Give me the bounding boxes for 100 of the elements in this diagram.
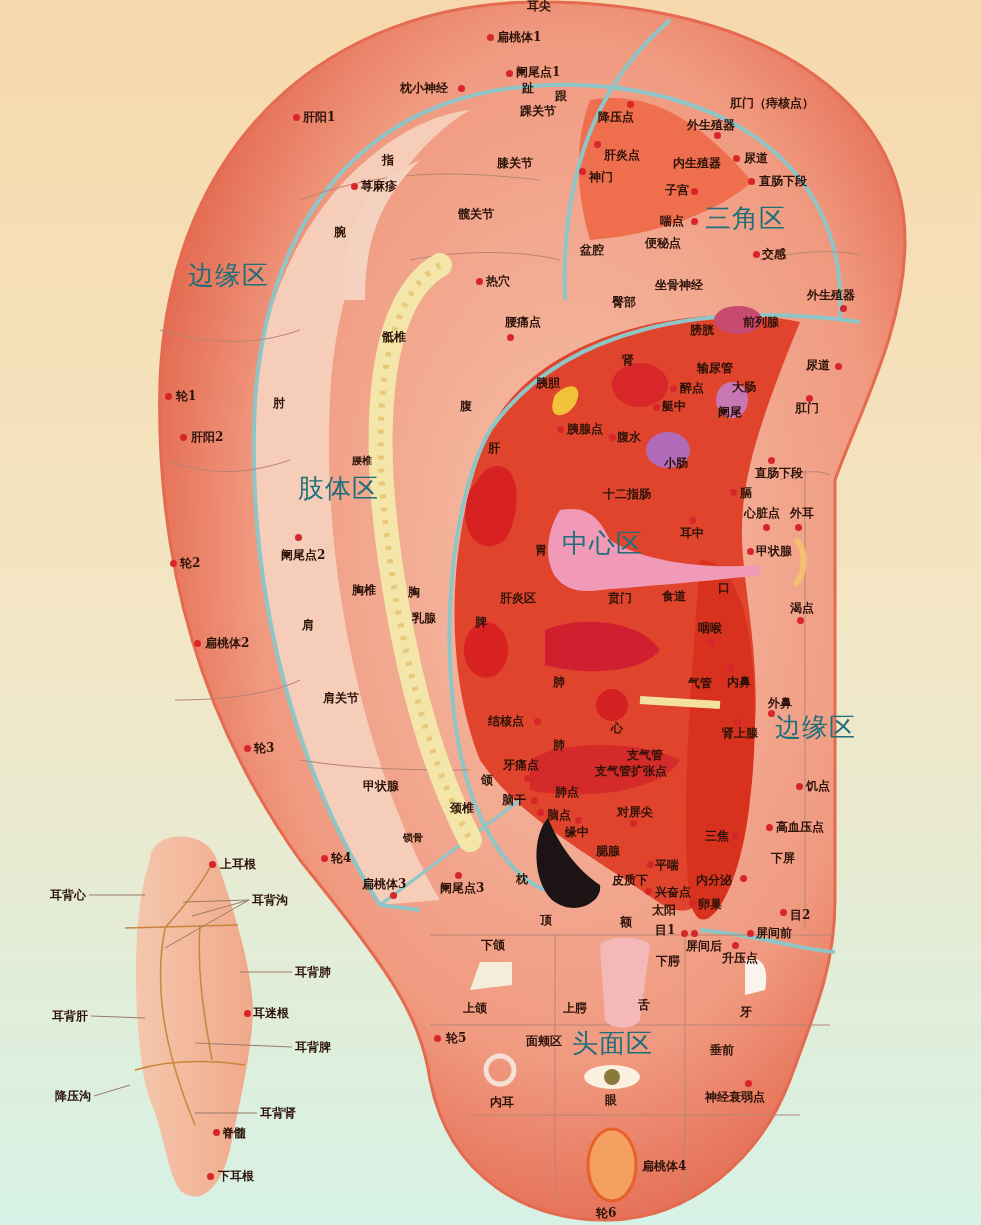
- point-label: 尿道: [744, 150, 768, 166]
- point-label: 肺: [553, 674, 565, 690]
- point-label: 便秘点: [645, 235, 681, 251]
- point-label: 十二指肠: [603, 486, 651, 502]
- point-label: 肝阳1: [303, 109, 336, 125]
- point-label: 脊髓: [222, 1125, 246, 1141]
- point-label: 阑尾点3: [440, 880, 485, 896]
- point-label: 面颊区: [526, 1033, 562, 1049]
- point-label: 肛门（痔核点）: [730, 95, 814, 111]
- point-label: 扁桃体1: [497, 29, 542, 45]
- point-label: 上腭: [563, 1000, 587, 1016]
- point-label: 肩关节: [323, 690, 359, 706]
- point-label: 对屏尖: [617, 804, 653, 820]
- point-label: 饥点: [806, 778, 830, 794]
- point-label: 枕小神经: [400, 80, 448, 96]
- point-label: 锁骨: [403, 831, 423, 845]
- point-label: 屏间前: [756, 925, 792, 941]
- point-label: 目2: [790, 907, 811, 923]
- point-label: 渴点: [790, 600, 814, 616]
- point-label: 肝炎点: [604, 147, 640, 163]
- part-label: 耳背心: [50, 887, 86, 903]
- point-label: 交感: [762, 246, 786, 262]
- point-label: 枕: [516, 871, 528, 887]
- point-label: 腹水: [617, 429, 641, 445]
- point-label: 腮腺: [596, 843, 620, 859]
- leader-line: [164, 899, 250, 949]
- point-label: 扁桃体3: [362, 876, 407, 892]
- point-label: 腕: [334, 224, 346, 240]
- point-label: 皮质下: [612, 872, 648, 888]
- point-label: 指: [382, 152, 394, 168]
- point-label: 兴奋点: [655, 884, 691, 900]
- point-label: 高血压点: [776, 819, 824, 835]
- part-label: 降压沟: [55, 1088, 91, 1104]
- point-label: 轮4: [331, 850, 352, 866]
- point-label: 平喘: [655, 857, 679, 873]
- point-label: 神经衰弱点: [705, 1089, 765, 1105]
- zone-label: 头面区: [572, 1027, 653, 1059]
- point-label: 心: [611, 720, 623, 736]
- point-label: 轮6: [596, 1205, 617, 1221]
- point-label: 肺点: [555, 784, 579, 800]
- point-label: 耳迷根: [253, 1005, 289, 1021]
- part-label: 耳背肝: [52, 1008, 88, 1024]
- point-label: 上耳根: [220, 856, 256, 872]
- point-label: 结核点: [488, 713, 524, 729]
- point-label: 外鼻: [768, 695, 792, 711]
- point-label: 阑尾点1: [516, 64, 561, 80]
- point-label: 甲状腺: [363, 778, 399, 794]
- point-label: 口: [718, 580, 730, 596]
- point-label: 输尿管: [697, 360, 733, 376]
- point-label: 膈: [740, 485, 752, 501]
- zone-label: 中心区: [562, 527, 643, 559]
- leader-line: [194, 1042, 293, 1048]
- point-label: 牙: [740, 1004, 752, 1020]
- part-label: 耳背脾: [295, 1039, 331, 1055]
- point-label: 牙痛点: [503, 757, 539, 773]
- point-label: 三焦: [705, 828, 729, 844]
- point-label: 降压点: [598, 109, 634, 125]
- point-label: 贲门: [608, 590, 632, 606]
- point-label: 膝关节: [497, 155, 533, 171]
- point-label: 踝关节: [520, 103, 556, 119]
- point-label: 肺: [553, 737, 565, 753]
- point-label: 外生殖器: [807, 287, 855, 303]
- part-label: 耳背沟: [252, 892, 288, 908]
- point-label: 醉点: [680, 380, 704, 396]
- zone-label: 三角区: [705, 202, 786, 234]
- point-label: 屏间后: [686, 938, 722, 954]
- point-label: 卵巢: [698, 896, 722, 912]
- point-label: 荨麻疹: [361, 178, 397, 194]
- point-label: 胸: [408, 584, 420, 600]
- point-label: 子宫: [665, 182, 689, 198]
- point-label: 肛门: [795, 400, 819, 416]
- point-label: 神门: [589, 169, 613, 185]
- point-label: 脾: [475, 614, 487, 630]
- point-label: 肘: [273, 395, 285, 411]
- point-label: 腹: [460, 398, 472, 414]
- point-label: 外生殖器: [687, 117, 735, 133]
- point-label: 胸椎: [352, 582, 376, 598]
- point-label: 下腭: [656, 953, 680, 969]
- point-label: 膀胱: [690, 322, 714, 338]
- point-label: 热穴: [486, 273, 510, 289]
- point-label: 颌: [481, 772, 493, 788]
- point-label: 胰胆: [536, 375, 560, 391]
- point-label: 前列腺: [743, 314, 779, 330]
- point-label: 肝炎区: [500, 590, 536, 606]
- point-label: 额: [620, 914, 632, 930]
- point-label: 髋关节: [458, 206, 494, 222]
- point-label: 甲状腺: [756, 543, 792, 559]
- point-label: 上颌: [463, 1000, 487, 1016]
- point-label: 胰腺点: [567, 421, 603, 437]
- point-label: 咽喉: [698, 620, 722, 636]
- point-label: 内耳: [490, 1094, 514, 1110]
- part-label: 耳背肺: [295, 964, 331, 980]
- point-label: 阑尾点2: [281, 547, 326, 563]
- point-label: 坐骨神经: [655, 277, 703, 293]
- point-label: 艇中: [662, 398, 686, 414]
- leader-line: [239, 971, 293, 973]
- part-label: 耳背肾: [260, 1105, 296, 1121]
- point-label: 下屏: [771, 850, 795, 866]
- point-label: 外耳: [790, 505, 814, 521]
- point-label: 下颌: [481, 937, 505, 953]
